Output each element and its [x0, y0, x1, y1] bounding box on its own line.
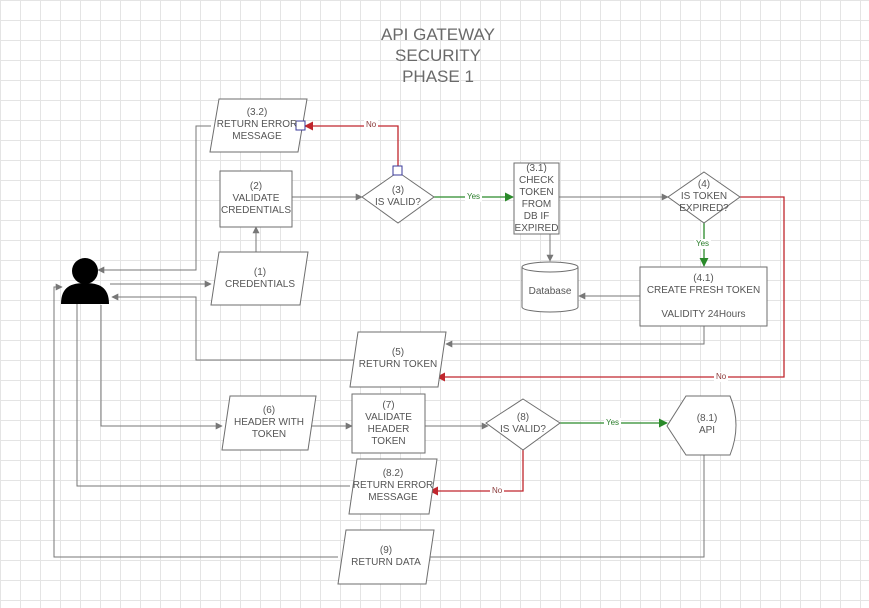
credentials-shape	[210, 251, 309, 306]
isvalid-decision-shape	[361, 171, 435, 224]
check-token-shape	[513, 162, 560, 235]
return-data-shape	[337, 529, 435, 585]
database-shape	[521, 267, 579, 313]
token-expired-decision-shape	[667, 171, 741, 224]
validate-credentials-shape	[219, 170, 293, 228]
return-token-shape	[349, 331, 447, 388]
edge-isvalid-no	[304, 121, 399, 172]
edge-expired-no	[436, 196, 785, 382]
connection-point	[295, 120, 306, 131]
edge-error2-to-user	[73, 296, 350, 487]
header-token-shape	[221, 395, 317, 451]
edge-create-to-return-token	[445, 326, 705, 348]
validate-header-shape	[351, 393, 426, 454]
edge-user-to-header	[100, 305, 223, 430]
edge-error-to-user	[97, 125, 211, 274]
connection-point	[392, 165, 403, 176]
return-error-shape	[209, 98, 308, 153]
edge-isvalid8-no	[429, 450, 524, 496]
return-error2-shape	[348, 458, 438, 515]
edge-return-token-to-user	[111, 293, 358, 361]
create-token-shape	[639, 266, 768, 327]
user-icon	[61, 258, 109, 304]
diagram-title: API GATEWAY SECURITY PHASE 1	[381, 25, 495, 86]
edge-return-data-to-user	[53, 283, 338, 558]
api-shape	[666, 395, 737, 456]
edge-api-to-return-data	[423, 455, 705, 561]
isvalid8-decision-shape	[485, 398, 561, 451]
